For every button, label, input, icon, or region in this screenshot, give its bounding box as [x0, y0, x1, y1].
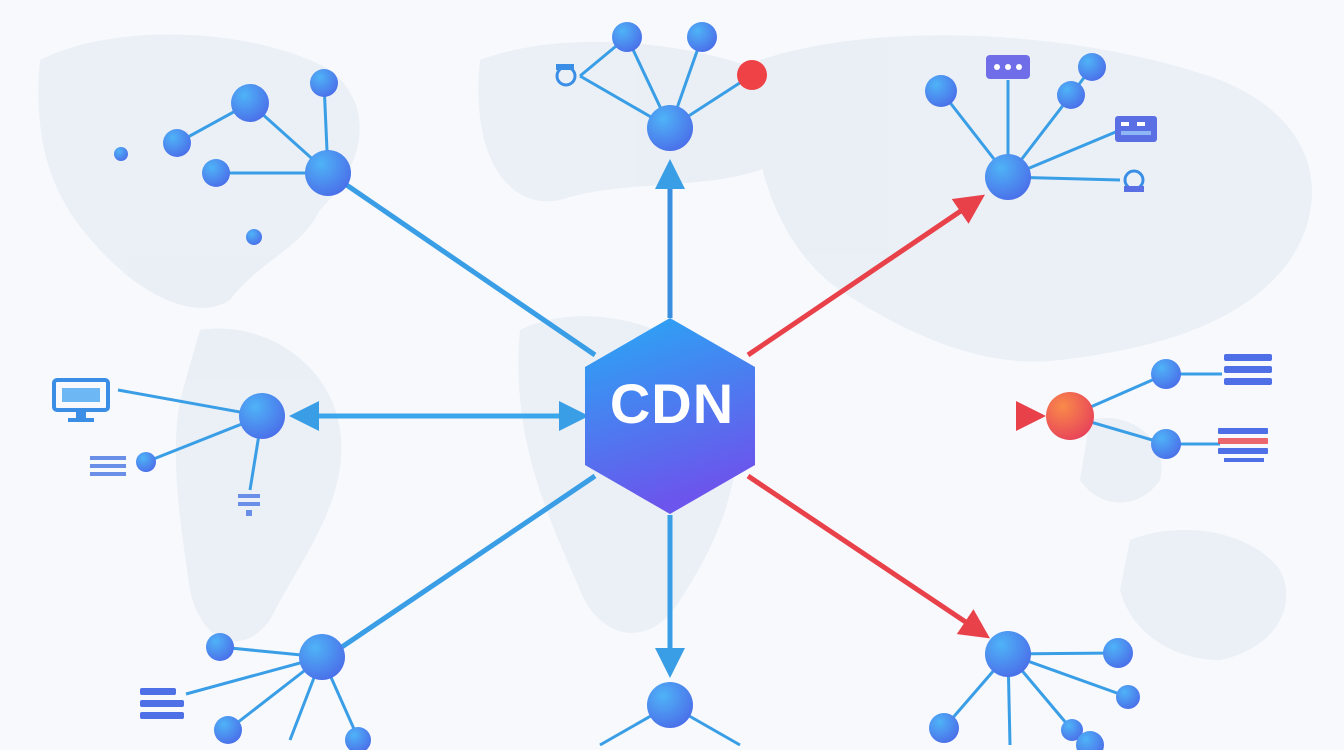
node-n-a[interactable] [612, 22, 642, 52]
node-w-a[interactable] [136, 452, 156, 472]
link-hub-northeast [746, 194, 985, 358]
node-e-a[interactable] [1151, 359, 1181, 389]
node-e-b[interactable] [1151, 429, 1181, 459]
node-nw-d[interactable] [202, 159, 230, 187]
node-nw-c[interactable] [163, 129, 191, 157]
node-sw-c[interactable] [345, 727, 371, 750]
node-n-b[interactable] [687, 22, 717, 52]
node-se-c[interactable] [929, 713, 959, 743]
node-nw-dot-2 [246, 229, 262, 245]
router-icon [555, 64, 577, 87]
node-nw-main[interactable] [305, 150, 351, 196]
chat-bubble-icon [986, 55, 1030, 79]
hub-links [289, 159, 1046, 678]
link-hub-southeast [746, 473, 990, 639]
node-e-main[interactable] [1046, 392, 1094, 440]
monitor-icon [52, 378, 110, 422]
node-ne-main[interactable] [985, 154, 1031, 200]
node-nw-a[interactable] [231, 84, 269, 122]
list-device-icon [90, 456, 260, 516]
node-se-e[interactable] [1076, 731, 1104, 750]
node-ne-b[interactable] [1057, 81, 1085, 109]
node-ne-a[interactable] [925, 75, 957, 107]
network-nodes [114, 22, 1181, 750]
node-se-a[interactable] [1103, 638, 1133, 668]
cdn-hub-label: CDN [609, 372, 735, 435]
node-ne-c[interactable] [1078, 53, 1106, 81]
gear-icon [1123, 169, 1145, 192]
node-se-d[interactable] [1061, 719, 1083, 741]
link-hub-northwest [330, 172, 597, 358]
node-se-main[interactable] [985, 631, 1031, 677]
node-sw-main[interactable] [299, 634, 345, 680]
node-sw-a[interactable] [206, 633, 234, 661]
cdn-hub[interactable] [585, 318, 755, 514]
node-se-b[interactable] [1116, 685, 1140, 709]
server-rack-icon [1115, 116, 1157, 142]
link-hub-southwest [328, 473, 597, 658]
node-sw-b[interactable] [214, 716, 242, 744]
node-nw-b[interactable] [310, 69, 338, 97]
server-rack-icon-east-2 [1218, 428, 1268, 462]
node-n-main[interactable] [647, 105, 693, 151]
node-n-hot[interactable] [737, 60, 767, 90]
node-w-main[interactable] [239, 393, 285, 439]
list-device-icon-sw [140, 688, 184, 719]
device-icons [52, 55, 1272, 719]
server-rack-icon-east-1 [1224, 354, 1272, 385]
node-nw-dot-1 [114, 147, 128, 161]
node-s-main[interactable] [647, 682, 693, 728]
